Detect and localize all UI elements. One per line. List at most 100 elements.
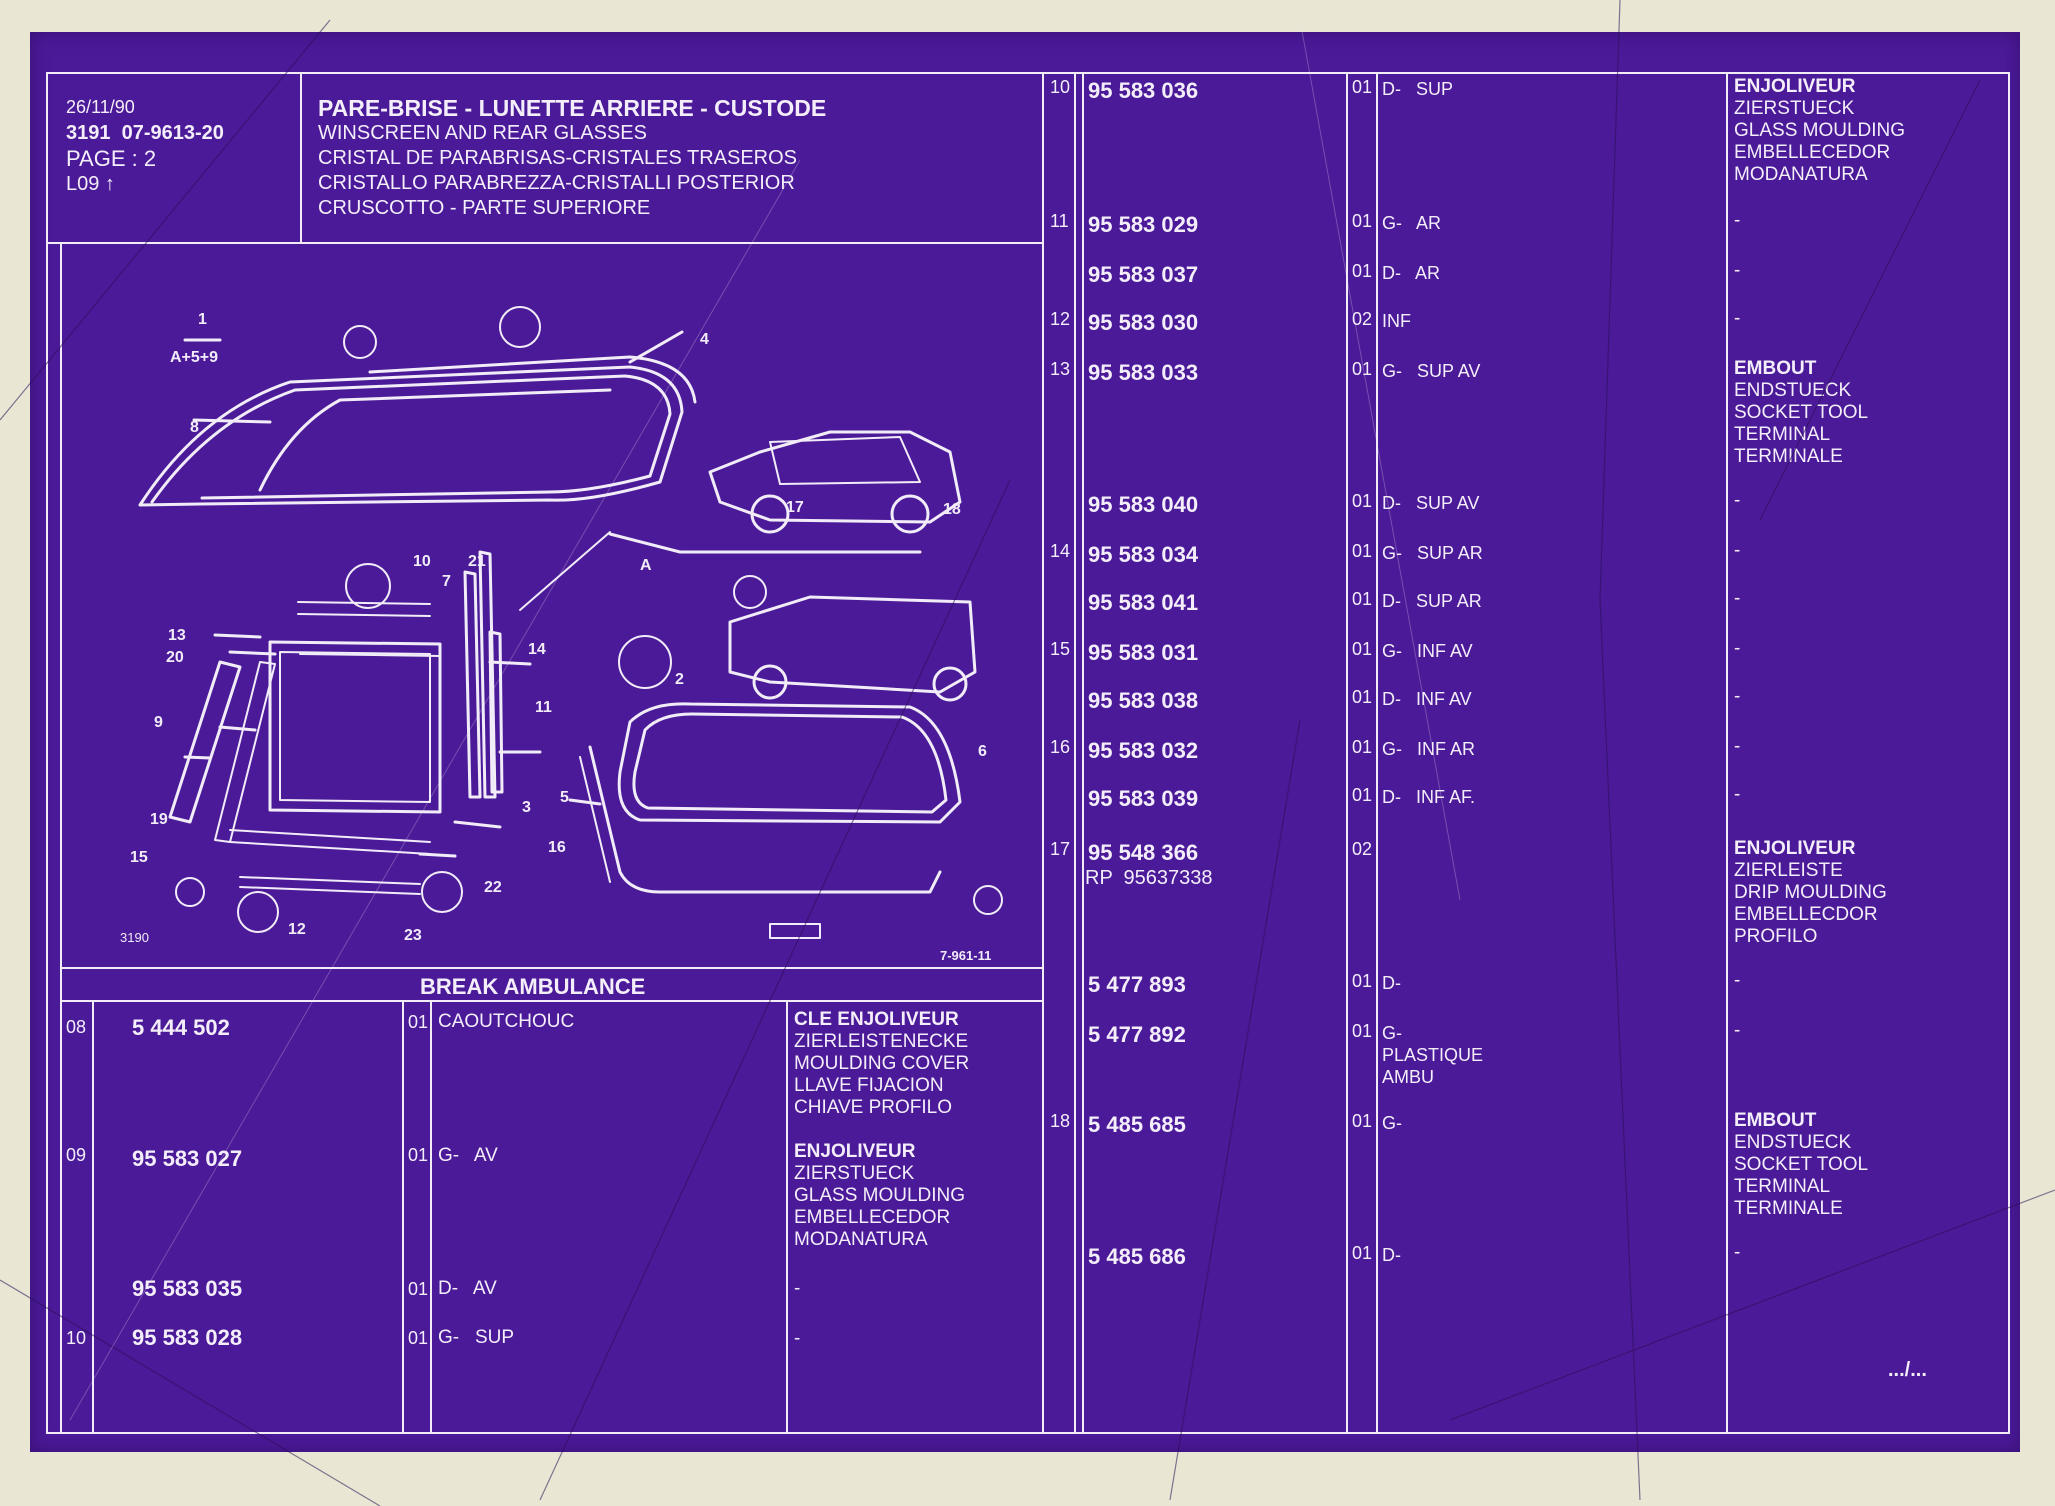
rt-col-part [1346,72,1348,1434]
row-part-number: 95 583 033 [1088,360,1199,385]
svg-text:6: 6 [978,743,987,760]
lt-col-desc [786,1000,788,1432]
row-qty: 01 [1352,785,1373,805]
svg-text:13: 13 [168,627,186,644]
svg-text:7: 7 [442,573,451,590]
row-qty: 01 [1352,687,1373,707]
continuation-mark: .../... [1888,1359,1927,1381]
row-names: - [794,1278,801,1299]
row-part-number: 95 583 030 [1088,310,1199,335]
svg-text:11: 11 [535,699,552,716]
row-part-number: 95 583 032 [1088,738,1199,763]
row-desc: D- [1382,1245,1401,1265]
row-qty: 01 [1352,77,1373,97]
catalog-sheet: 26/11/90 3191 07-9613-20 PAGE : 2 L09 ↑ … [30,32,2020,1452]
row-part-number: 95 583 027 [132,1146,243,1171]
row-rep: 11 [1050,211,1069,231]
row-qty: 01 [1352,359,1373,379]
row-qty: 01 [1352,1243,1373,1263]
row-qty: 01 [1352,1021,1373,1041]
svg-text:1: 1 [198,311,207,328]
row-names: - [1734,588,1741,609]
row-rep: 14 [1050,541,1071,561]
row-part-number: 5 485 686 [1088,1244,1186,1269]
row-part-number: 95 548 366 [1088,840,1199,865]
row-desc: G- SUP AV [1382,361,1481,381]
header-ref: 3191 07-9613-20 [66,122,224,144]
row-qty: 01 [1352,589,1373,609]
svg-text:3: 3 [522,799,531,816]
row-desc: G- AR [1382,213,1442,233]
svg-text:2: 2 [675,671,684,688]
row-names: - [1734,490,1741,511]
row-qty: 01 [1352,737,1373,757]
row-desc: D- SUP AV [1382,493,1480,513]
svg-text:A+5+9: A+5+9 [170,349,218,366]
row-part-number-replacement: RP 95637338 [1085,867,1213,889]
row-names: - [1734,736,1741,757]
row-desc: D- AV [438,1278,497,1299]
svg-text:21: 21 [468,553,486,570]
row-rep: 10 [66,1328,87,1348]
lt-col-rep [92,1000,94,1432]
row-names: - [1734,638,1741,659]
row-desc: G- SUP [438,1327,515,1348]
row-part-number: 95 583 036 [1088,78,1199,103]
lt-col-part [402,1000,404,1432]
svg-text:9: 9 [154,714,163,731]
title-en: WINSCREEN AND REAR GLASSES [318,122,647,144]
svg-text:16: 16 [548,839,566,856]
row-qty: 01 [1352,971,1373,991]
row-names: - [1734,1020,1741,1041]
row-part-number: 95 583 040 [1088,492,1199,517]
row-qty: 01 [1352,541,1373,561]
row-desc: D- SUP [1382,79,1454,99]
row-part-number: 95 583 029 [1088,212,1199,237]
diagram-bottom [60,967,1042,969]
header-page: PAGE : 2 [66,146,157,171]
row-names: - [1734,210,1741,231]
row-part-number: 5 485 685 [1088,1112,1186,1137]
row-qty: 01 [1352,211,1373,231]
header-code: L09 ↑ [66,173,115,195]
row-rep: 18 [1050,1111,1071,1131]
row-part-number: 95 583 041 [1088,590,1199,615]
center-divider [1042,72,1044,1434]
svg-text:8: 8 [190,419,199,436]
row-desc: INF [1382,311,1411,331]
row-qty: 01 [1352,261,1373,281]
svg-text:7-961-11: 7-961-11 [940,948,991,962]
row-rep: 10 [1050,77,1071,97]
svg-text:A: A [640,557,652,574]
title-it: CRISTALLO PARABREZZA-CRISTALLI POSTERIOR [318,172,795,194]
row-names: - [1734,970,1741,991]
row-rep: 08 [66,1017,87,1037]
row-desc: G- PLASTIQUE AMBU [1382,1023,1484,1087]
title-es: CRISTAL DE PARABRISAS-CRISTALES TRASEROS [318,147,798,169]
header-vdivider [300,72,302,244]
row-part-number: 5 477 893 [1088,972,1186,997]
row-desc: G- SUP AR [1382,543,1483,563]
svg-text:19: 19 [150,811,168,828]
row-names: - [1734,260,1741,281]
row-part-number: 95 583 028 [132,1325,243,1350]
row-names: - [1734,1242,1741,1263]
row-part-number: 95 583 034 [1088,542,1199,567]
svg-text:15: 15 [130,849,148,866]
outer-border-bottom [46,1432,2010,1434]
rt-col-desc [1726,72,1728,1434]
row-part-number: 95 583 039 [1088,786,1199,811]
rt-col-rep2 [1082,72,1084,1434]
exploded-parts-diagram: 1 A+5+9 4 8 A 17 18 10 7 21 13 20 14 11 … [120,306,1003,962]
row-rep: 12 [1050,309,1071,329]
row-desc: G- [1382,1113,1402,1133]
outer-border-left [46,72,48,1434]
row-names: - [1734,686,1741,707]
row-qty: 01 [408,1145,429,1165]
svg-text:18: 18 [943,501,961,518]
lt-col-qty [430,1000,432,1432]
